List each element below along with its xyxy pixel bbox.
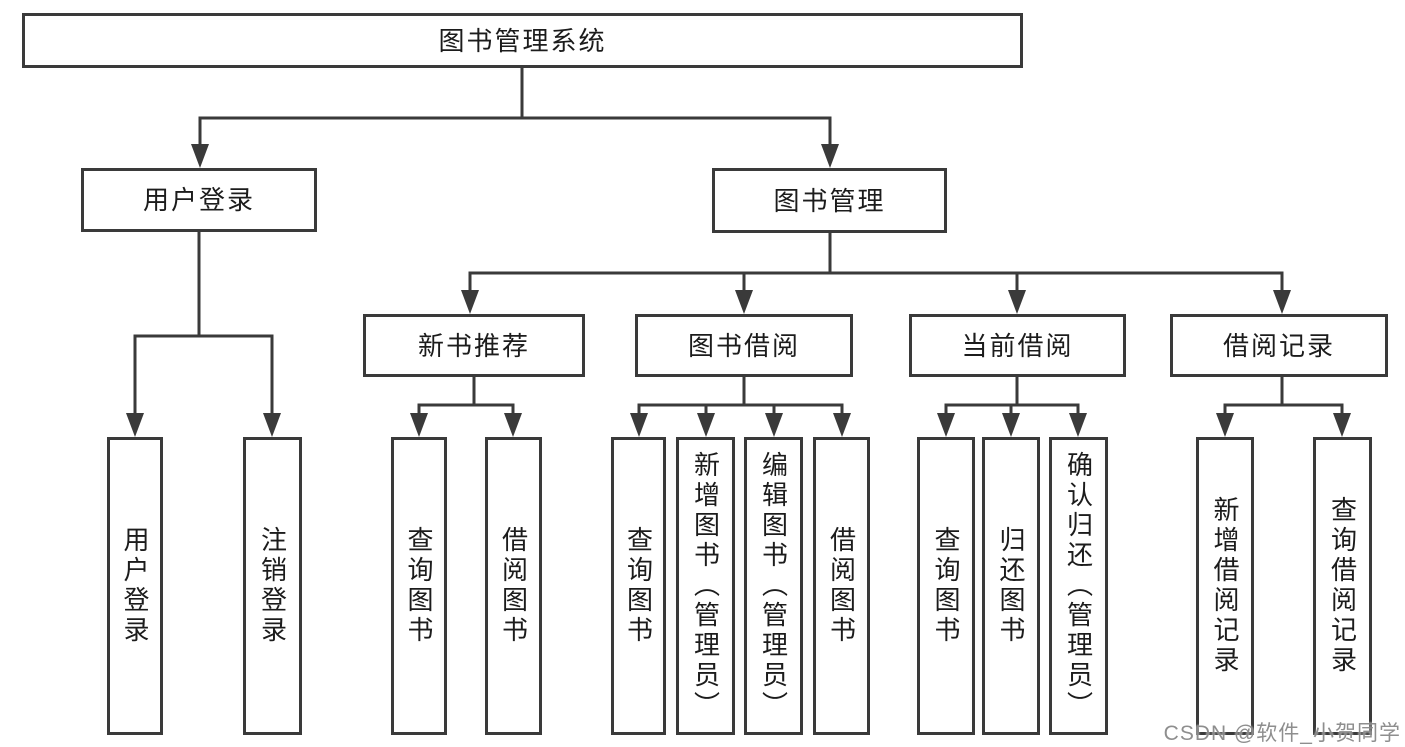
node-label: 用户登录 [142, 185, 255, 215]
node-label: 当前借阅 [961, 330, 1074, 361]
arrowheads [126, 144, 1351, 437]
leaf-add-book-admin: 新增图书（管理员） [676, 437, 735, 735]
node-root-system: 图书管理系统 [22, 13, 1023, 68]
node-label: 图书管理系统 [438, 25, 607, 56]
node-label: 图书借阅 [687, 330, 800, 361]
leaf-add-borrow-record: 新增借阅记录 [1196, 437, 1254, 735]
node-label: 查询图书 [931, 526, 961, 646]
node-label: 注销登录 [257, 526, 288, 646]
leaf-user-login: 用户登录 [107, 437, 163, 735]
node-label: 编辑图书（管理员） [758, 451, 789, 721]
tree-edges [133, 66, 1344, 421]
leaf-query-books-recommend: 查询图书 [391, 437, 447, 735]
node-label: 借阅图书 [498, 526, 529, 646]
node-new-book-recommend: 新书推荐 [363, 314, 585, 377]
leaf-logout-login: 注销登录 [243, 437, 302, 735]
node-label: 查询借阅记录 [1327, 496, 1358, 676]
leaf-confirm-return-admin: 确认归还（管理员） [1049, 437, 1108, 735]
leaf-edit-book-admin: 编辑图书（管理员） [744, 437, 803, 735]
node-book-management: 图书管理 [712, 168, 947, 233]
node-label: 新书推荐 [417, 330, 530, 361]
node-label: 新增图书（管理员） [690, 451, 721, 721]
leaf-query-books-borrow: 查询图书 [611, 437, 666, 735]
node-label: 查询图书 [623, 526, 654, 646]
leaf-borrow-books-recommend: 借阅图书 [485, 437, 542, 735]
node-label: 确认归还（管理员） [1063, 451, 1094, 721]
node-label: 借阅记录 [1222, 330, 1335, 361]
leaf-return-books: 归还图书 [982, 437, 1040, 735]
node-label: 借阅图书 [826, 526, 857, 646]
node-label: 归还图书 [996, 526, 1026, 646]
leaf-borrow-books: 借阅图书 [813, 437, 870, 735]
node-label: 图书管理 [773, 185, 886, 216]
node-book-borrowing: 图书借阅 [635, 314, 853, 377]
leaf-query-books-current: 查询图书 [917, 437, 975, 735]
node-current-borrowing: 当前借阅 [909, 314, 1126, 377]
node-borrow-records: 借阅记录 [1170, 314, 1388, 377]
node-label: 查询图书 [404, 526, 434, 646]
leaf-query-borrow-record: 查询借阅记录 [1313, 437, 1372, 735]
node-label: 用户登录 [120, 526, 150, 646]
node-user-login: 用户登录 [81, 168, 317, 232]
node-label: 新增借阅记录 [1210, 496, 1240, 676]
